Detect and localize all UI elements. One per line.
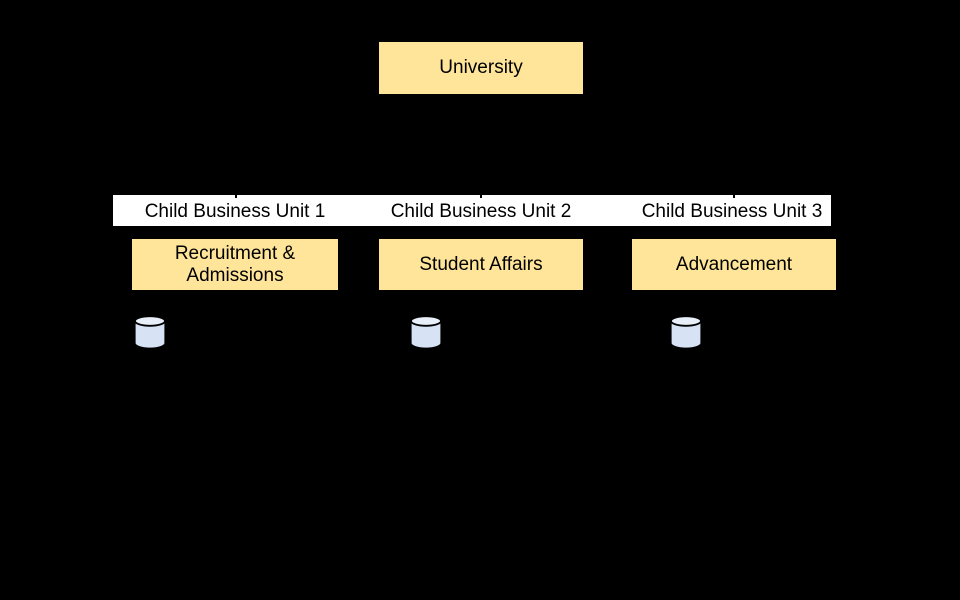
business-unit-label-1: Child Business Unit 1 bbox=[144, 200, 326, 222]
unit-node-label: Student Affairs bbox=[419, 253, 543, 275]
unit-node-student-affairs: Student Affairs bbox=[378, 238, 584, 291]
business-unit-label-3: Child Business Unit 3 bbox=[641, 200, 823, 222]
university-node: University bbox=[378, 41, 584, 95]
unit-node-advancement: Advancement bbox=[631, 238, 837, 291]
unit-node-label: Recruitment & Admissions bbox=[174, 242, 296, 286]
business-unit-label-band bbox=[113, 195, 831, 226]
database-icon bbox=[134, 315, 166, 349]
unit-node-recruitment-admissions: Recruitment & Admissions bbox=[131, 238, 339, 291]
unit-node-label: Advancement bbox=[675, 253, 793, 275]
university-node-label: University bbox=[439, 57, 523, 78]
database-icon bbox=[670, 315, 702, 349]
business-unit-label-2: Child Business Unit 2 bbox=[390, 200, 572, 222]
database-icon bbox=[410, 315, 442, 349]
